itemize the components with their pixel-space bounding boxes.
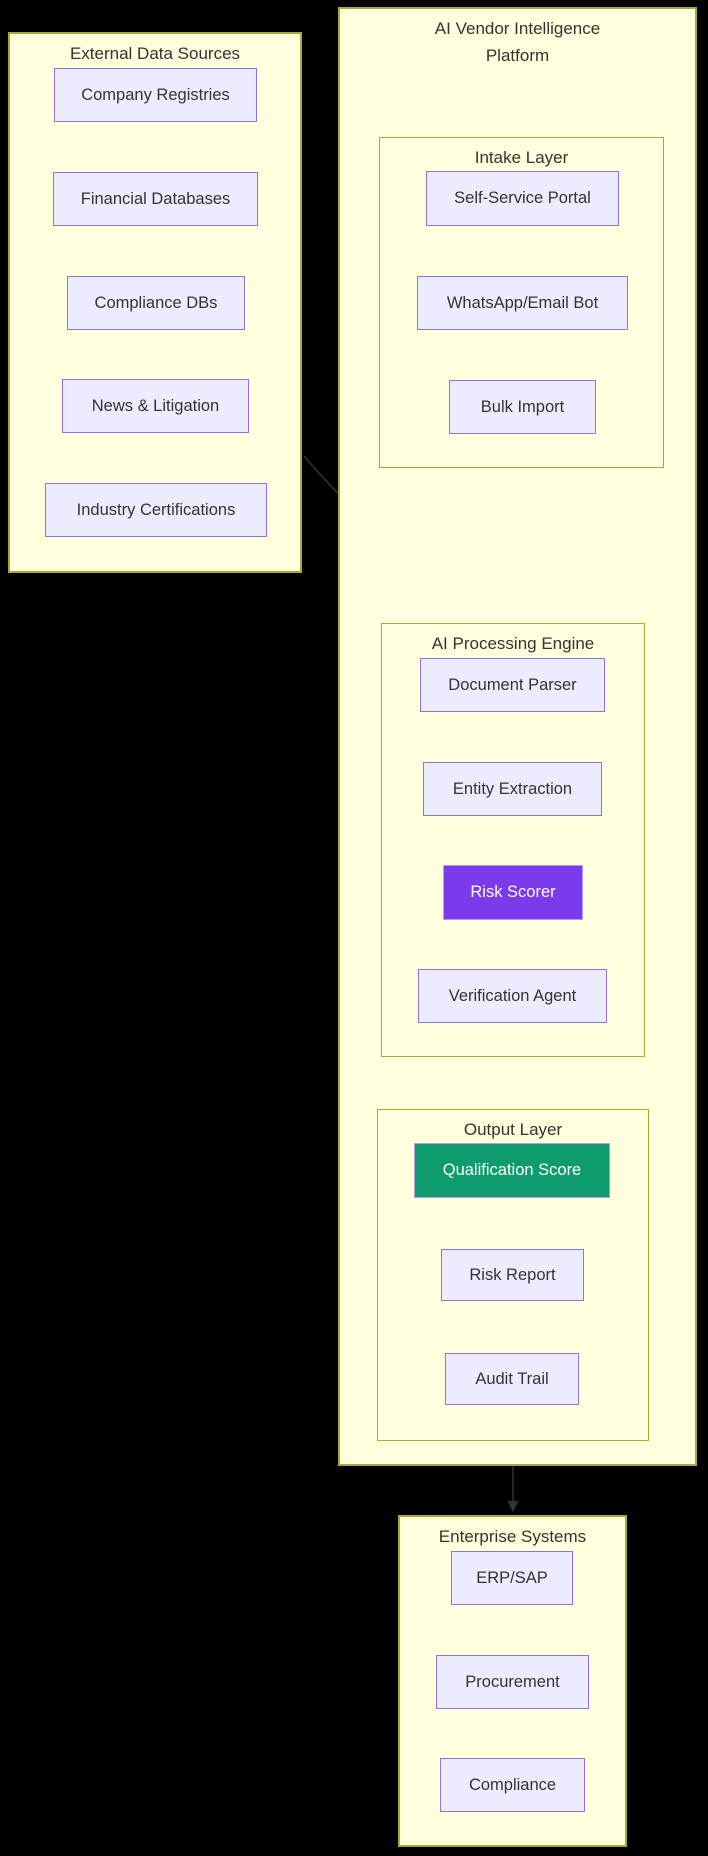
node-label: Self-Service Portal [454, 189, 591, 207]
container-title-output-layer: Output Layer [463, 1120, 563, 1139]
node-label: Document Parser [448, 675, 577, 694]
node-audit-trail: Audit Trail [445, 1353, 579, 1405]
node-qualification-score: Qualification Score [414, 1143, 610, 1198]
node-risk-report: Risk Report [441, 1249, 584, 1301]
node-procurement: Procurement [436, 1655, 589, 1709]
node-label: Bulk Import [480, 397, 565, 416]
node-label: Compliance [468, 1775, 557, 1794]
node-risk-scorer: Risk Scorer [443, 865, 583, 920]
node-label: Verification Agent [448, 986, 577, 1005]
node-label: Compliance DBs [94, 293, 218, 312]
container-title-external-data-sources: External Data Sources [69, 44, 241, 63]
node-news-litigation: News & Litigation [62, 379, 249, 433]
node-company-registries: Company Registries [54, 68, 257, 122]
node-whatsapp-email-bot: WhatsApp/Email Bot [417, 276, 628, 330]
node-label: Risk Scorer [470, 883, 556, 901]
node-label: Entity Extraction [452, 779, 573, 798]
node-label: Procurement [465, 1672, 560, 1691]
node-verification-agent: Verification Agent [418, 969, 607, 1023]
node-compliance: Compliance [440, 1758, 585, 1812]
node-document-parser: Document Parser [420, 658, 605, 712]
node-label: Industry Certifications [76, 500, 236, 519]
node-label: Risk Report [469, 1265, 556, 1284]
node-bulk-import: Bulk Import [449, 380, 596, 434]
node-self-service-portal: Self-Service Portal [426, 171, 619, 226]
container-title-enterprise-systems: Enterprise Systems [438, 1527, 587, 1546]
container-title-platform: AI Vendor Intelligence Platform [434, 19, 601, 65]
node-erp-sap: ERP/SAP [451, 1551, 573, 1605]
node-label: Financial Databases [80, 189, 231, 208]
node-label: Audit Trail [475, 1369, 549, 1388]
node-label: WhatsApp/Email Bot [446, 293, 599, 312]
node-label: News & Litigation [91, 396, 220, 415]
node-label: Company Registries [81, 85, 230, 104]
node-financial-databases: Financial Databases [53, 172, 258, 226]
container-title-intake-layer: Intake Layer [474, 148, 569, 167]
container-title-ai-processing-engine: AI Processing Engine [431, 634, 595, 653]
node-compliance-dbs: Compliance DBs [67, 276, 245, 330]
node-entity-extraction: Entity Extraction [423, 762, 602, 816]
node-label: ERP/SAP [476, 1568, 548, 1587]
node-industry-certifications: Industry Certifications [45, 483, 267, 537]
node-label: Qualification Score [442, 1161, 582, 1179]
